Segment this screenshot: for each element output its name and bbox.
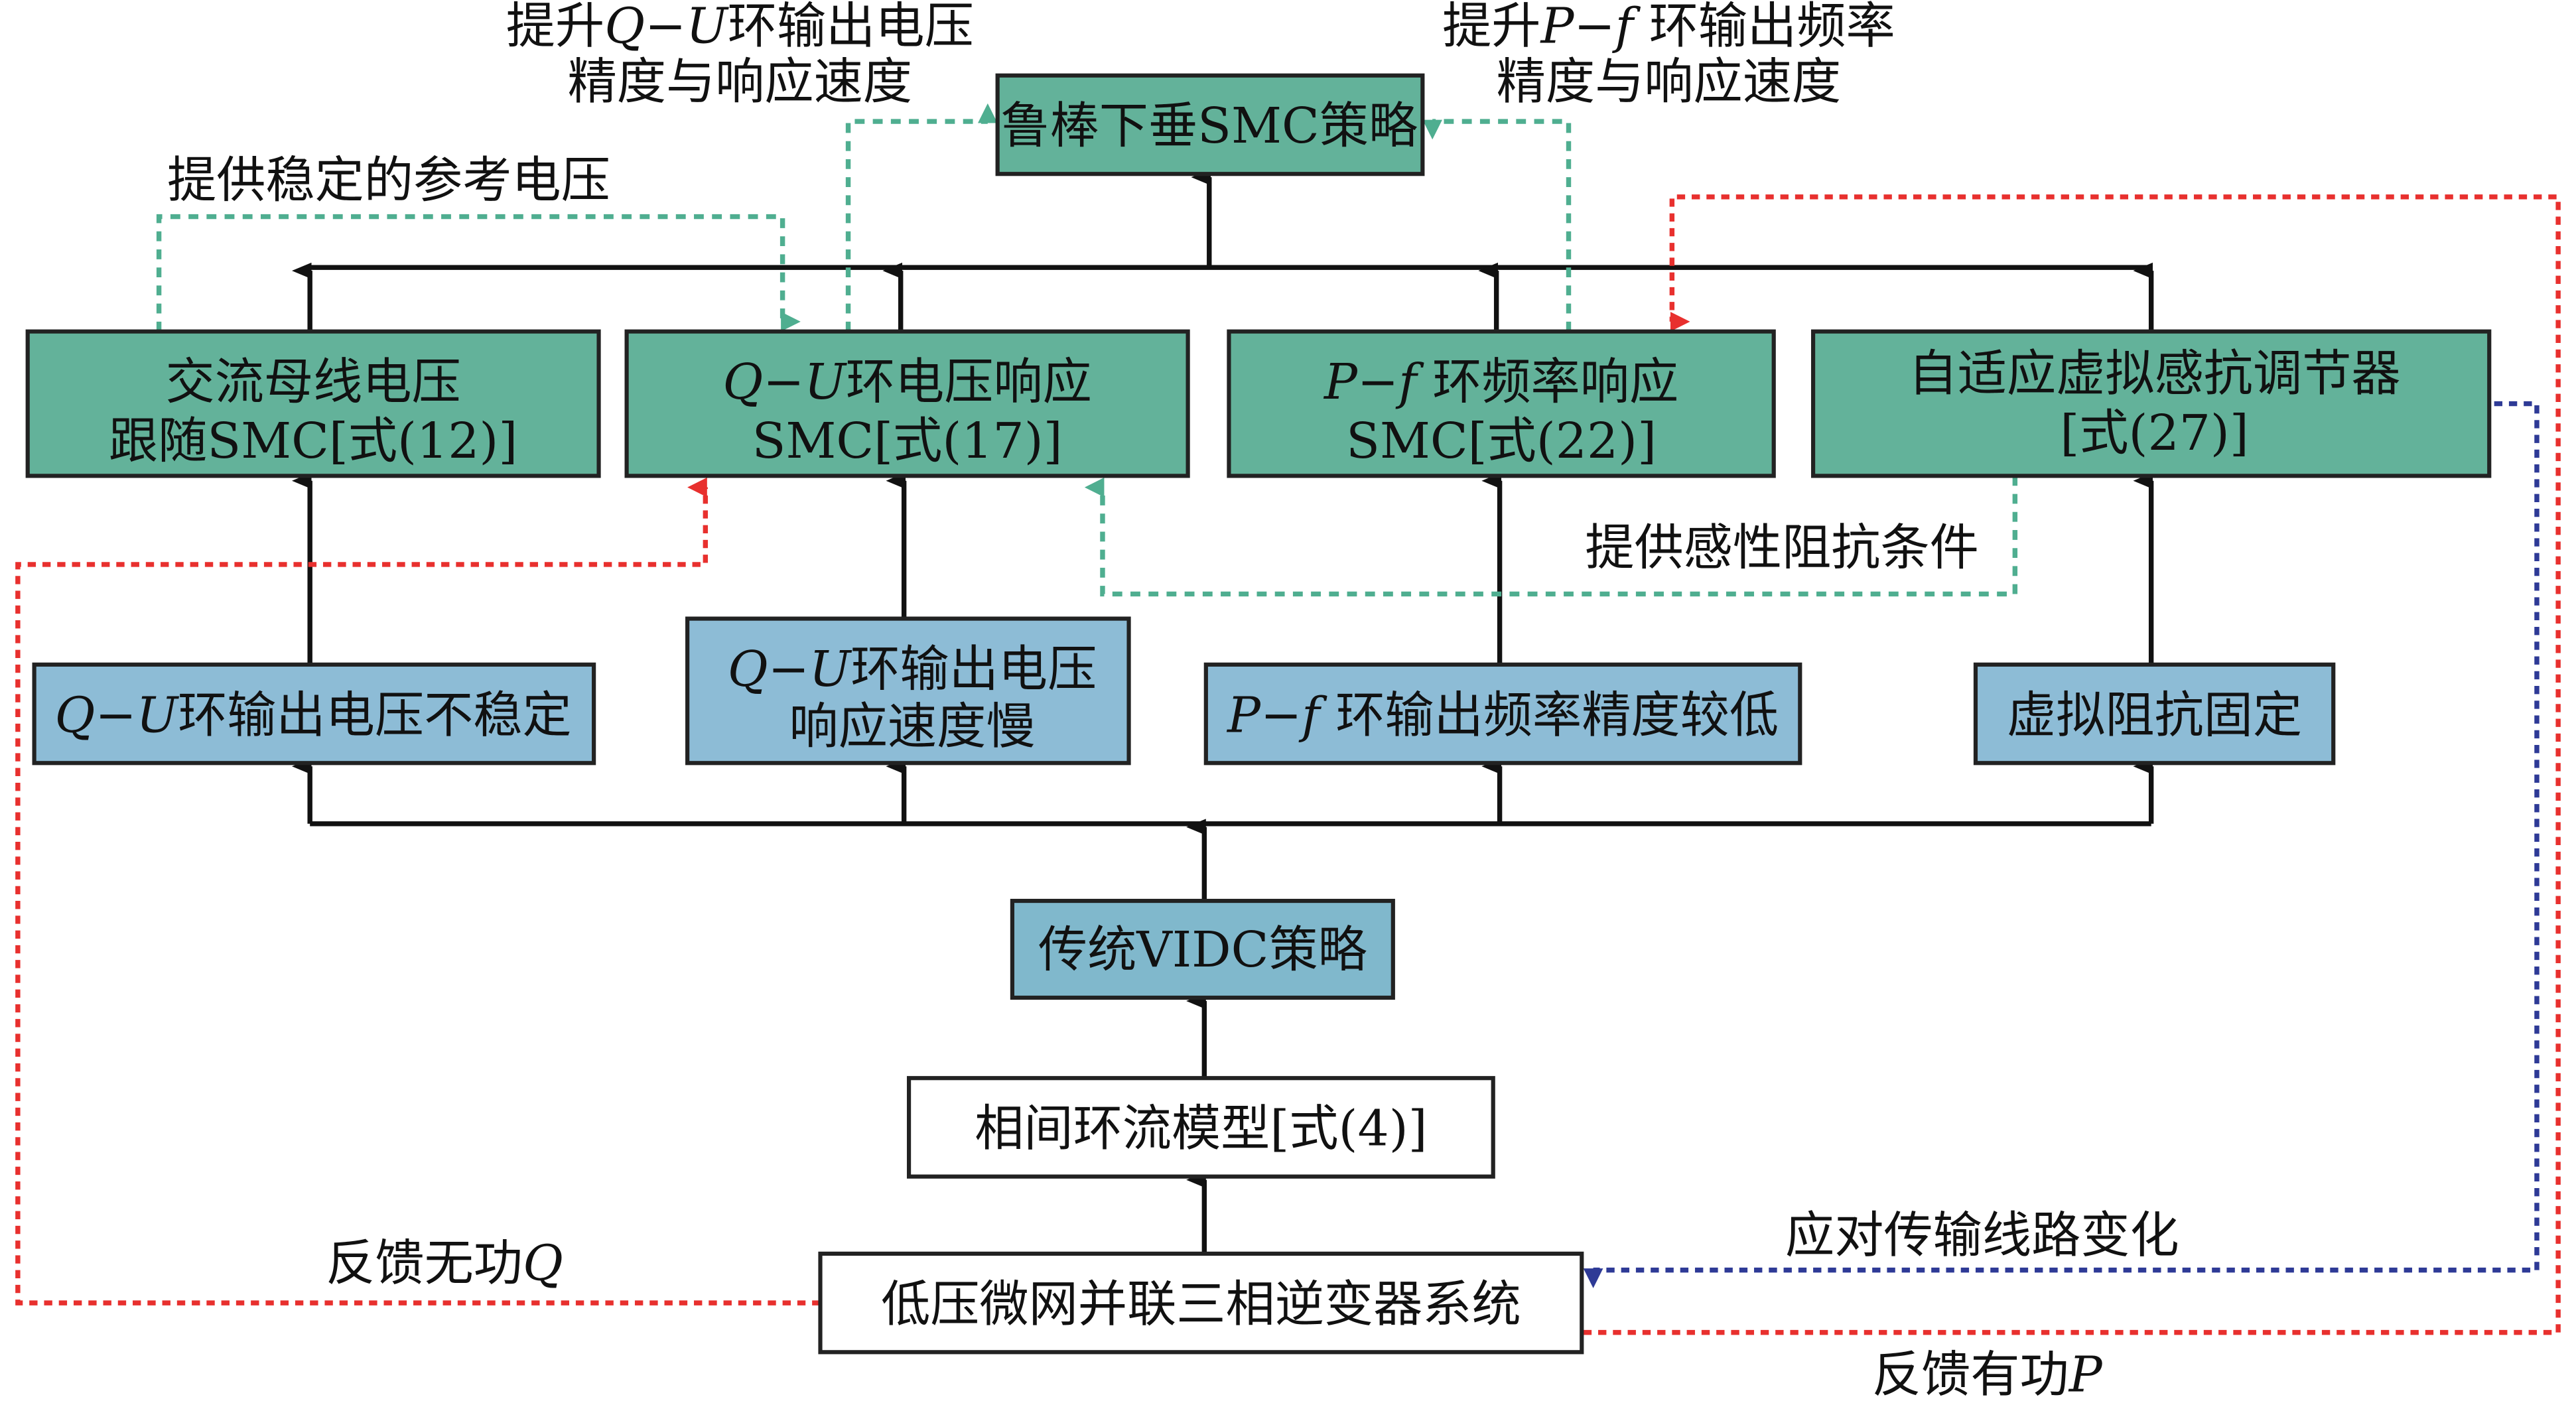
problem-box-qu-slow-line2: 响应速度慢 bbox=[789, 698, 1036, 756]
problem-box-qu-unstable-label: Q−U环输出电压不稳定 bbox=[55, 686, 572, 744]
smc-box-qu-line2: SMC[式(17)] bbox=[752, 412, 1063, 470]
smc-box-adaptive-line2: [式(27)] bbox=[2060, 404, 2248, 462]
feedback-p-link bbox=[1583, 194, 2561, 1335]
smc-box-pf-line1: P−f 环频率响应 bbox=[1323, 353, 1678, 411]
stable-ref-link bbox=[156, 214, 801, 332]
feedback-q-link bbox=[15, 477, 821, 1305]
blue-dashed-connectors bbox=[1583, 401, 2540, 1288]
smc-box-ac-bus-line1: 交流母线电压 bbox=[166, 353, 461, 411]
qu-improve-annotation-line2: 精度与响应速度 bbox=[568, 52, 912, 110]
robust-droop-smc-box[interactable]: 鲁棒下垂SMC策略 bbox=[995, 73, 1425, 176]
smc-box-pf-line2: SMC[式(22)] bbox=[1346, 412, 1657, 470]
robust-droop-smc-label: 鲁棒下垂SMC策略 bbox=[1000, 97, 1418, 155]
circulating-current-model-label: 相间环流模型[式(4)] bbox=[975, 1100, 1427, 1158]
problem-box-qu-slow-line1: Q−U环输出电压 bbox=[728, 640, 1097, 698]
inverter-system-box[interactable]: 低压微网并联三相逆变器系统 bbox=[818, 1251, 1584, 1355]
smc-box-ac-bus-line2: 跟随SMC[式(12)] bbox=[109, 412, 517, 470]
pf-improve-link bbox=[1422, 119, 1572, 332]
smc-box-ac-bus[interactable]: 交流母线电压 跟随SMC[式(12)] bbox=[25, 329, 601, 478]
vidc-strategy-box[interactable]: 传统VIDC策略 bbox=[1010, 898, 1395, 1000]
smc-box-adaptive-reactance[interactable]: 自适应虚拟感抗调节器 [式(27)] bbox=[1810, 329, 2492, 478]
inductive-link bbox=[1084, 476, 2018, 597]
problem-box-pf-low[interactable]: P−f 环输出频率精度较低 bbox=[1203, 662, 1802, 766]
vidc-strategy-label: 传统VIDC策略 bbox=[1038, 921, 1367, 978]
solid-connectors bbox=[291, 168, 2154, 1254]
problem-box-fixed-impedance[interactable]: 虚拟阻抗固定 bbox=[1973, 662, 2336, 766]
red-dashed-connectors bbox=[15, 194, 2561, 1335]
circulating-current-model-box[interactable]: 相间环流模型[式(4)] bbox=[906, 1076, 1495, 1179]
problem-box-qu-unstable[interactable]: Q−U环输出电压不稳定 bbox=[32, 662, 596, 766]
line-change-link bbox=[1583, 401, 2540, 1288]
stable-ref-annotation: 提供稳定的参考电压 bbox=[167, 151, 610, 209]
pf-improve-annotation-line2: 精度与响应速度 bbox=[1497, 52, 1841, 110]
qu-improve-annotation-line1: 提升Q−U环输出电压 bbox=[506, 0, 974, 54]
problem-box-qu-slow[interactable]: Q−U环输出电压 响应速度慢 bbox=[685, 616, 1131, 766]
qu-improve-link bbox=[845, 103, 998, 332]
feedback-p-annotation: 反馈有功P bbox=[1872, 1346, 2103, 1403]
smc-box-qu-line1: Q−U环电压响应 bbox=[722, 353, 1092, 411]
problem-box-fixed-impedance-label: 虚拟阻抗固定 bbox=[2007, 686, 2302, 744]
line-change-annotation: 应对传输线路变化 bbox=[1785, 1206, 2179, 1264]
inverter-system-label: 低压微网并联三相逆变器系统 bbox=[881, 1275, 1521, 1333]
problem-box-pf-low-label: P−f 环输出频率精度较低 bbox=[1226, 686, 1779, 744]
green-dashed-connectors bbox=[156, 103, 2018, 597]
smc-box-qu[interactable]: Q−U环电压响应 SMC[式(17)] bbox=[624, 329, 1190, 478]
smc-box-adaptive-line1: 自适应虚拟感抗调节器 bbox=[1909, 345, 2401, 403]
feedback-q-annotation: 反馈无功Q bbox=[326, 1234, 563, 1292]
pf-improve-annotation-line1: 提升P−f 环输出频率 bbox=[1442, 0, 1895, 54]
inductive-annotation: 提供感性阻抗条件 bbox=[1585, 519, 1979, 576]
smc-box-pf[interactable]: P−f 环频率响应 SMC[式(22)] bbox=[1227, 329, 1776, 478]
